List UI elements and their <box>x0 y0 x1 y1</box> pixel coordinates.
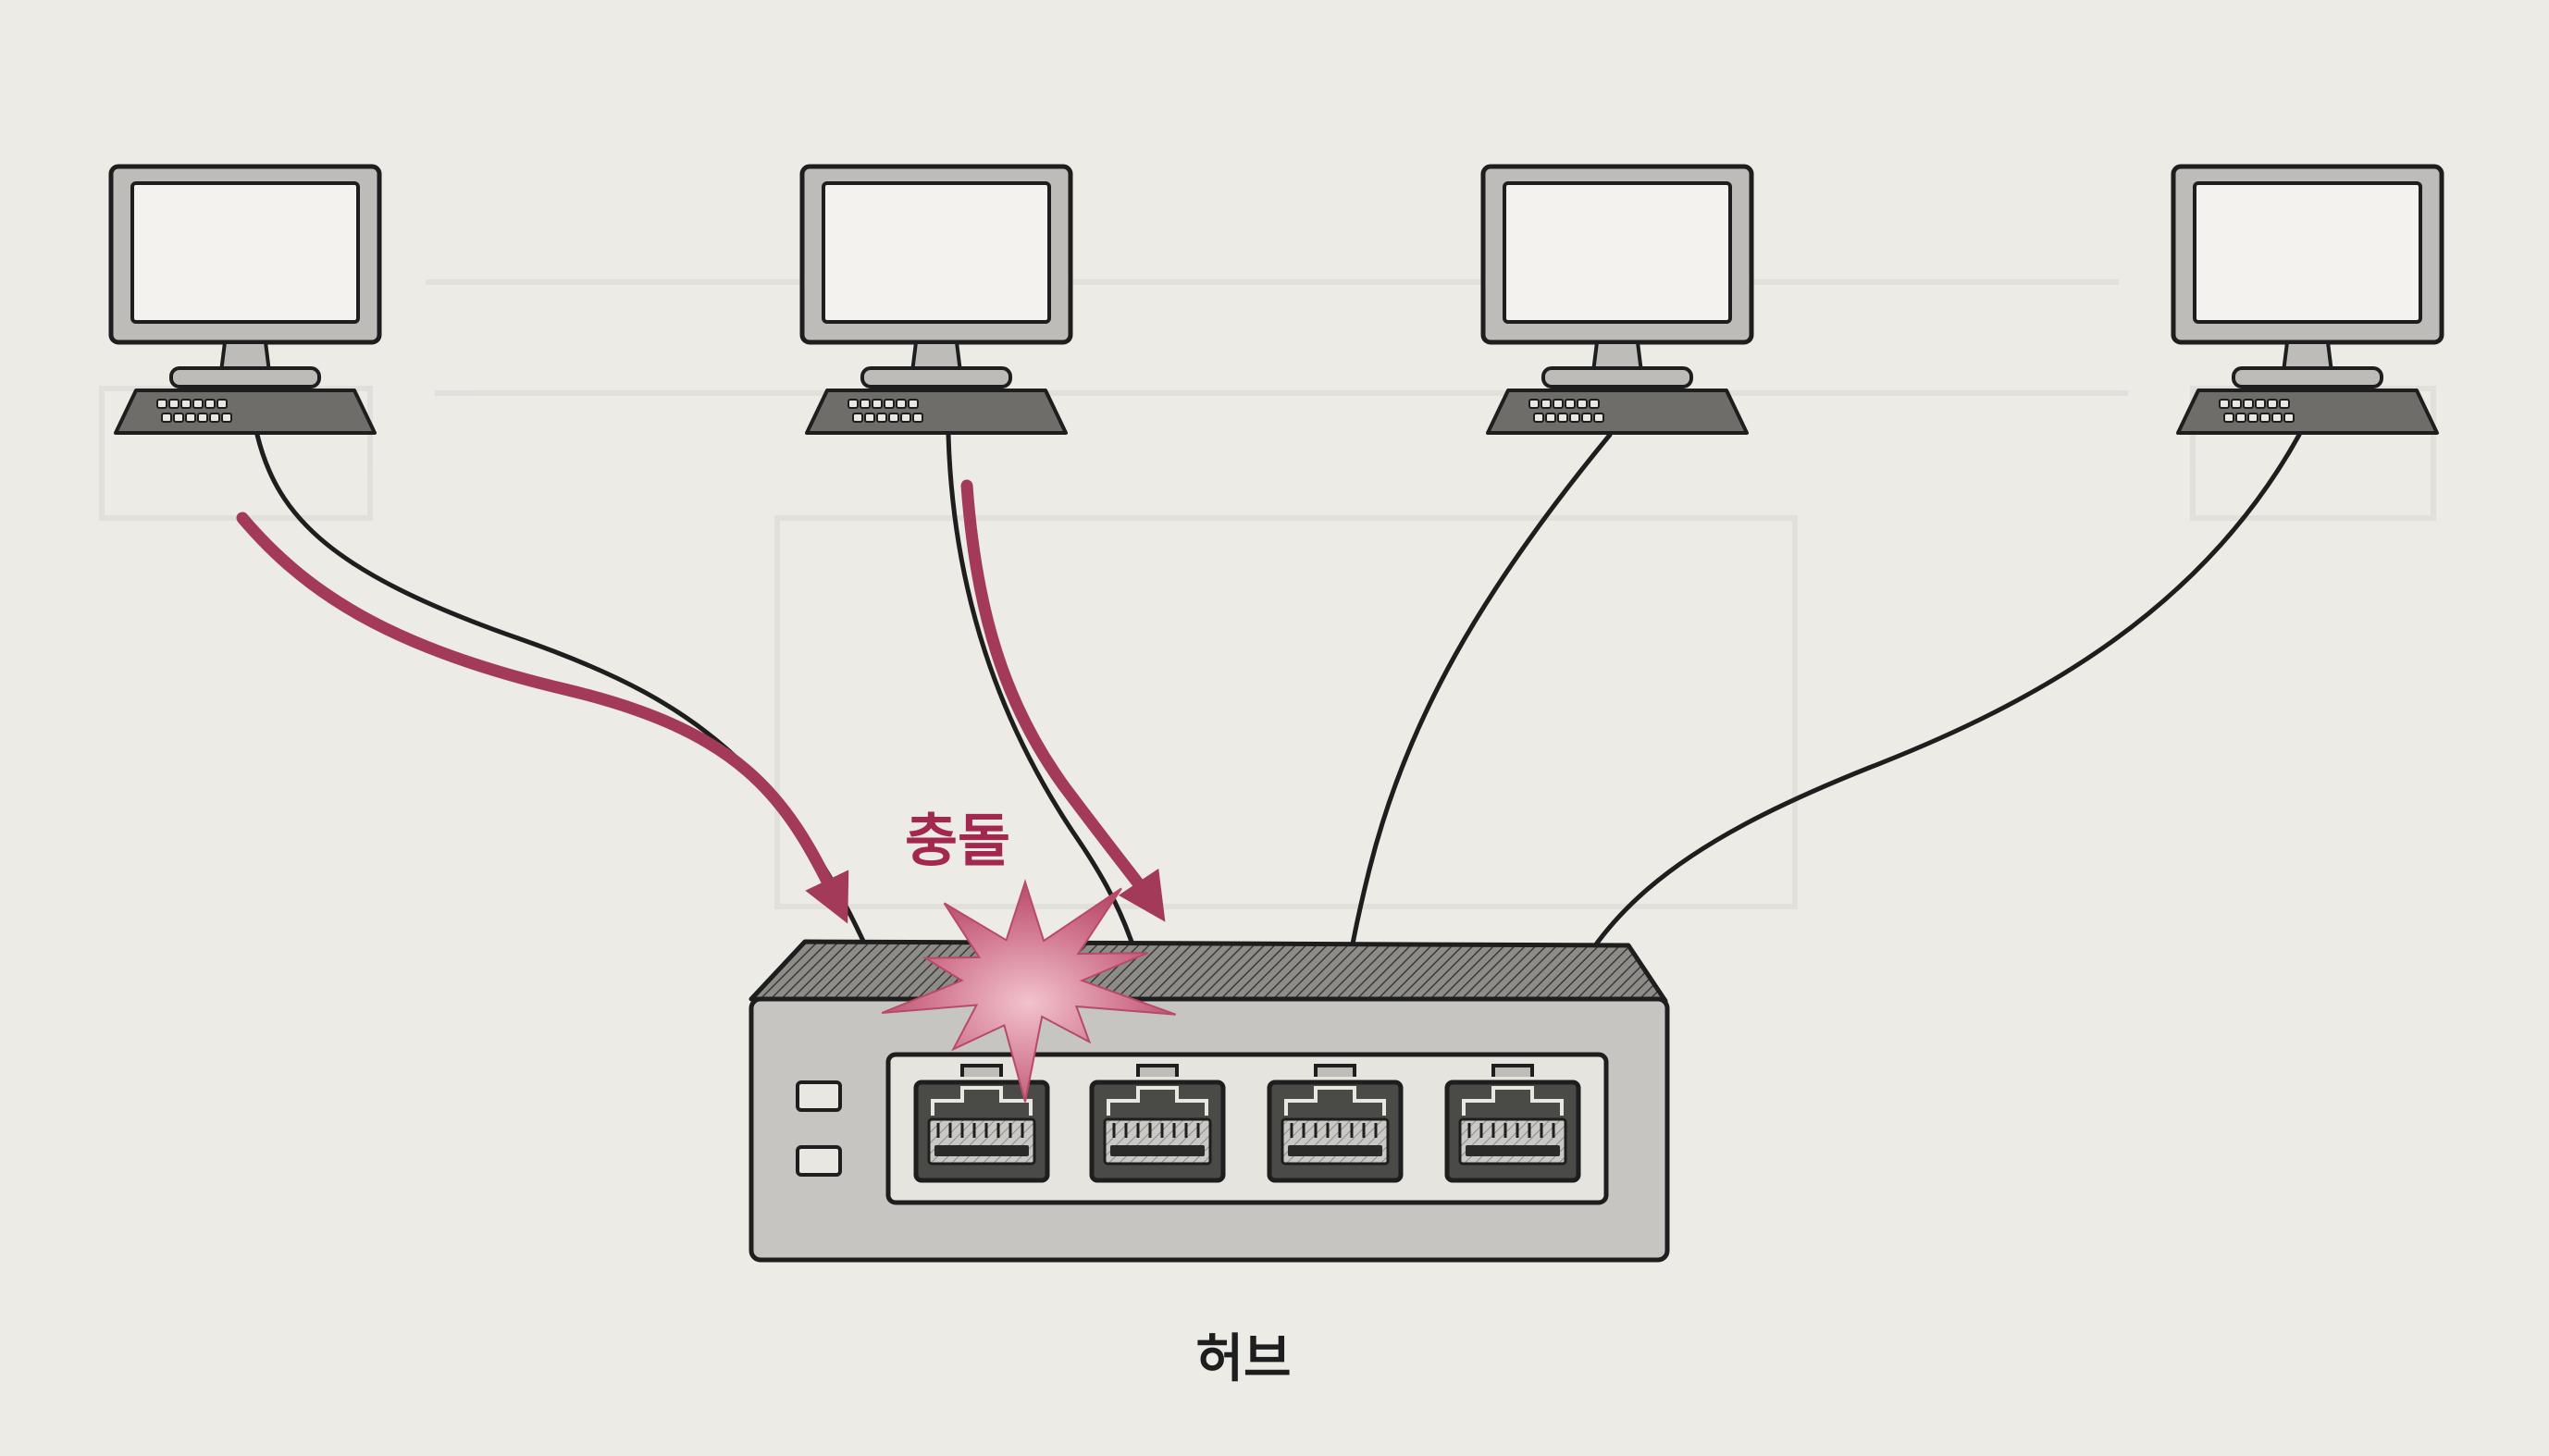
page-show-through <box>99 279 2436 909</box>
keyboard-keys <box>1528 399 1604 423</box>
monitor-screen <box>822 181 1051 324</box>
ethernet-port-3 <box>1267 1064 1404 1183</box>
monitor-stand-base <box>1541 366 1693 389</box>
monitor-stand-base <box>2232 366 2383 389</box>
computer-2 <box>799 164 1073 435</box>
signal-arrow-2 <box>960 479 1166 922</box>
monitor-screen <box>2193 181 2422 324</box>
keyboard-icon <box>1486 389 1749 435</box>
computers <box>108 164 2444 435</box>
hub-label: 허브 <box>1195 1329 1291 1389</box>
hub-port-panel <box>885 1052 1609 1205</box>
ethernet-port-2 <box>1089 1064 1226 1183</box>
monitor-screen <box>130 181 360 324</box>
hub-status-light-1 <box>796 1080 842 1112</box>
collision-label: 충돌 <box>905 807 1010 874</box>
ethernet-port-4 <box>1444 1064 1581 1183</box>
keyboard-keys <box>848 399 923 423</box>
computer-1 <box>108 164 382 435</box>
monitor-stand-base <box>169 366 321 389</box>
computer-4 <box>2171 164 2444 435</box>
keyboard-icon <box>114 389 377 435</box>
collision-burst-shape <box>881 879 1177 1103</box>
hub-top-face <box>749 939 1668 1004</box>
ethernet-port-1 <box>913 1064 1050 1183</box>
signal-arrows <box>236 479 1166 924</box>
signal-arrow-1 <box>236 512 849 924</box>
hub-ports <box>913 1064 1581 1183</box>
hub-device <box>749 939 1670 1263</box>
keyboard-icon <box>2176 389 2439 435</box>
keyboard-icon <box>805 389 1068 435</box>
monitor-stand-base <box>860 366 1012 389</box>
cable-pc-4 <box>1538 432 2302 1076</box>
computer-3 <box>1480 164 1754 435</box>
hub-status-light-2 <box>796 1145 842 1177</box>
keyboard-keys <box>156 399 232 423</box>
keyboard-keys <box>2219 399 2295 423</box>
collision-burst <box>881 879 1177 1103</box>
monitor-screen <box>1503 181 1732 324</box>
